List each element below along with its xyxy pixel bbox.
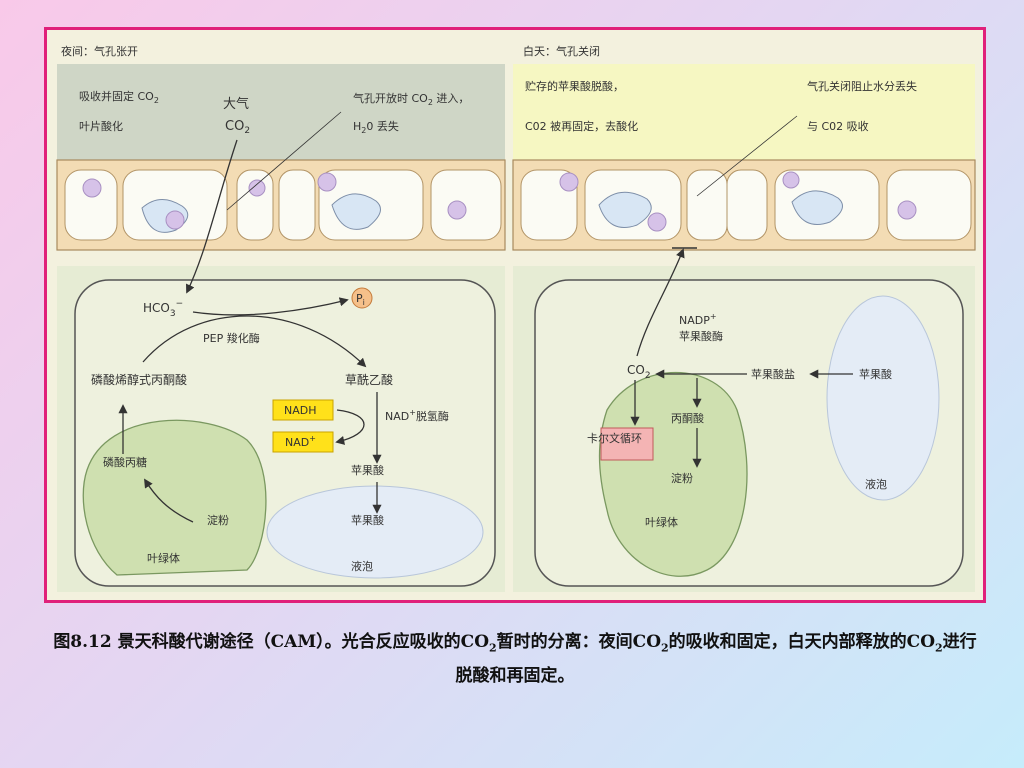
night-vacuole-label: 液泡 [351,559,373,573]
day-co2-label: CO2 [627,363,651,381]
epidermal-cell [886,169,972,241]
malate-label-1: 苹果酸 [351,463,384,477]
organelle [165,210,185,230]
day-note-decarboxylation: 贮存的苹果酸脱酸， [525,79,624,93]
nadh-box [272,399,334,421]
nadplus-label: NAD+ [285,434,316,449]
night-note-bg [57,64,505,174]
epidermal-cell [64,169,118,241]
figure-caption: 图8.12 景天科酸代谢途径（CAM）。光合反应吸收的CO2暂时的分离：夜间CO… [53,632,977,687]
day-header: 白天：气孔关闭 [523,44,600,58]
nadh-to-nad-arrow [335,409,365,445]
day-arrows [630,115,853,468]
pep-label: 磷酸烯醇式丙酮酸 [91,372,187,387]
hco3-to-pi-arrow [192,297,349,316]
calvin-cycle-box [600,427,654,461]
night-chloroplast [82,419,267,576]
organelle [317,172,337,192]
atmosphere-label: 大气 [223,96,249,112]
night-epidermis [56,159,506,251]
day-note-stomata-closed: 气孔关闭阻止水分丢失 [807,79,917,93]
pep-carboxylase-label: PEP 羧化酶 [203,331,260,345]
malate-label-2: 苹果酸 [351,513,384,527]
pyruvate-label: 丙酮酸 [671,411,704,425]
nucleus-shape [791,190,843,225]
night-note-acidify: 叶片酸化 [79,119,123,133]
starch-to-triose-arrow [144,478,194,523]
atmosphere-co2: CO2 [225,119,250,136]
organelle [897,200,917,220]
diagram-frame: 夜间：气孔张开 白天：气孔关闭 [44,27,986,603]
co2-to-stoma-arrow [636,248,685,357]
organelle [447,200,467,220]
day-vacuole-label: 液泡 [865,477,887,491]
organelle [647,212,667,232]
pi-label: Pi [356,292,365,307]
pi-circle [351,287,373,309]
day-chloroplast-label: 叶绿体 [645,515,678,529]
triose-phosphate-label: 磷酸丙糖 [103,455,147,469]
co2-entry-arrow [186,139,238,294]
night-note-water-loss: H20 丢失 [353,120,399,135]
nucleus-shape [598,191,652,228]
cam-diagram: 夜间：气孔张开 白天：气孔关闭 [47,30,983,600]
stoma-pointer-line [226,111,342,211]
night-note-stomata-open: 气孔开放时 CO2 进入， [353,91,469,107]
oxaloacetate-label: 草酰乙酸 [345,372,393,387]
guard-cell [686,169,728,241]
nadh-label: NADH [284,404,317,417]
calvin-cycle-label: 卡尔文循环 [587,431,642,445]
night-vacuole [266,485,484,579]
night-note-absorb: 吸收并固定 CO2 [79,89,159,105]
night-header: 夜间：气孔张开 [61,44,138,58]
day-vacuole [826,295,940,501]
nadp-label: NADP+ [679,312,717,327]
organelle [82,178,102,198]
day-starch-label: 淀粉 [671,471,693,485]
nad-dehydrogenase-label: NAD+脱氢酶 [385,408,449,423]
day-note-co2-uptake: 与 C02 吸收 [807,119,869,133]
night-arrows [118,111,382,523]
pep-to-oaa-arrow [142,315,367,368]
epidermal-cell [430,169,502,241]
guard-cell [726,169,768,241]
nadplus-box [272,431,334,453]
guard-cell [278,169,316,241]
nucleus-shape [331,193,381,230]
hco3-label: HCO3− [143,299,183,319]
night-starch-label: 淀粉 [207,513,229,527]
malic-enzyme-label: 苹果酸酶 [679,329,723,343]
night-chloroplast-label: 叶绿体 [147,551,180,565]
organelle [248,179,266,197]
stoma-pointer-line [696,115,798,197]
day-note-refix: C02 被再固定，去酸化 [525,119,638,133]
day-malate-label: 苹果酸 [859,367,892,381]
organelle [559,172,579,192]
day-note-bg [513,64,975,174]
malate-salt-label: 苹果酸盐 [751,367,795,381]
day-epidermis [512,159,976,251]
organelle [782,171,800,189]
